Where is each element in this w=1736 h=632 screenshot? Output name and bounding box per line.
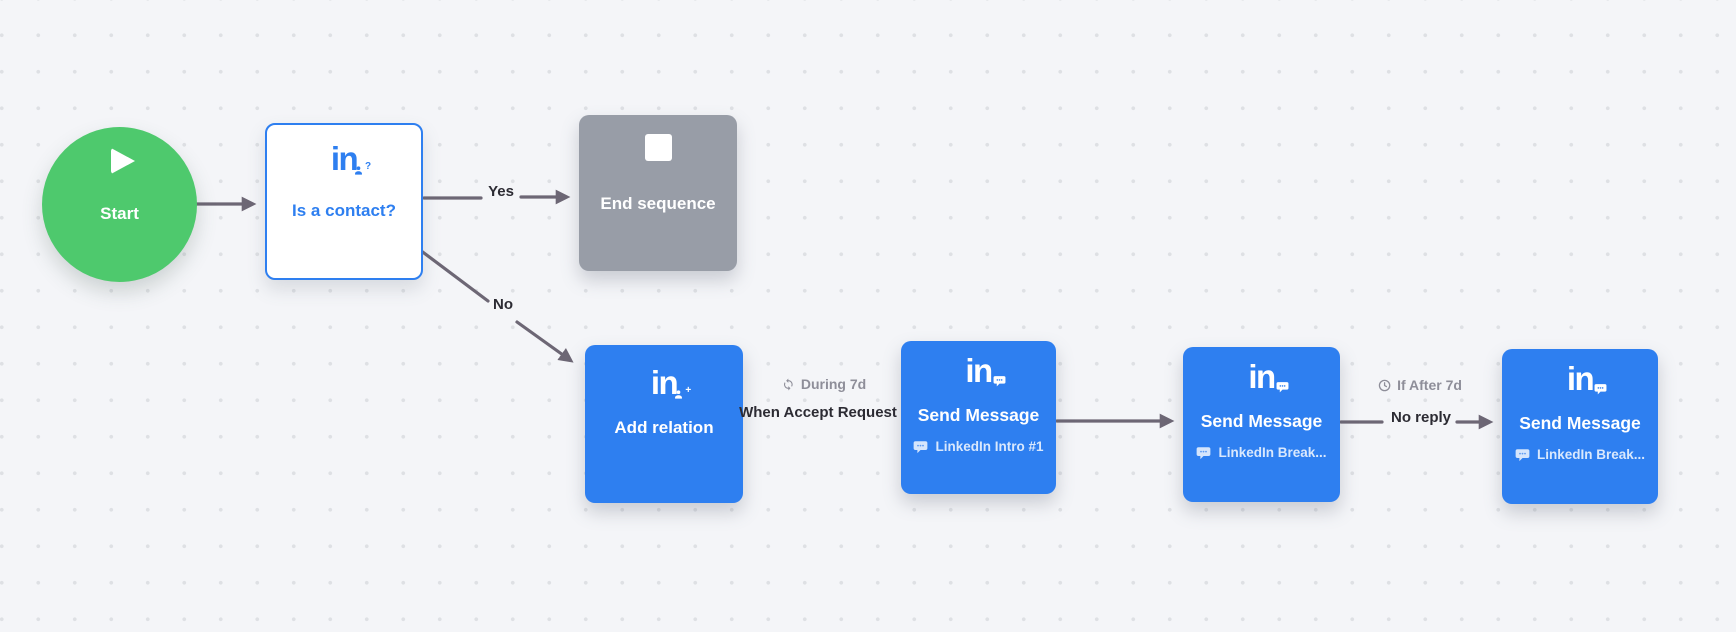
node-end-sequence[interactable]: End sequence (579, 115, 737, 271)
edge-label-when-accept: When Accept Request (739, 404, 897, 421)
node-add-relation[interactable]: in + Add relation (585, 345, 743, 503)
send-message-title: Send Message (917, 405, 1040, 425)
chat-bubble-icon (1594, 383, 1607, 396)
edge-no-seg1 (418, 248, 490, 303)
send-message-subtitle: LinkedIn Intro #1 (913, 439, 1044, 455)
person-question-icon: ? (353, 162, 371, 176)
is-contact-label: Is a contact? (292, 201, 396, 220)
linkedin-icon: in ? (330, 140, 372, 177)
start-label: Start (100, 204, 139, 223)
send-message-title: Send Message (1200, 411, 1323, 431)
send-message-subtitle: LinkedIn Break... (1515, 447, 1645, 463)
linkedin-icon: in (965, 353, 1006, 389)
message-icon (914, 440, 928, 453)
linkedin-icon: in + (650, 364, 692, 401)
node-send-message-2[interactable]: in Send Message LinkedIn Break... (1183, 347, 1340, 502)
message-icon (1197, 446, 1211, 459)
end-sequence-label: End sequence (600, 194, 716, 213)
edge-label-no-reply: No reply (1390, 409, 1452, 426)
repeat-icon (783, 378, 793, 390)
person-plus-icon: + (673, 386, 691, 400)
linkedin-icon: in (1248, 359, 1289, 395)
edge-no-seg2 (515, 320, 574, 363)
chat-bubble-icon (1276, 381, 1289, 394)
node-is-contact[interactable]: in ? Is a contact? (265, 123, 423, 280)
stop-icon (644, 134, 672, 161)
play-icon (110, 148, 135, 174)
node-send-message-3[interactable]: in Send Message LinkedIn Break... (1502, 349, 1658, 504)
edge-label-yes: Yes (488, 183, 514, 200)
linkedin-icon: in (1567, 361, 1607, 397)
add-relation-label: Add relation (614, 418, 714, 437)
clock-icon (1378, 379, 1391, 391)
edge-label-if-after: If After 7d (1378, 377, 1462, 393)
edge-label-during: During 7d (782, 376, 866, 392)
message-icon (1515, 448, 1530, 461)
node-send-message-1[interactable]: in Send Message LinkedIn Intro #1 (901, 341, 1056, 494)
chat-bubble-icon (993, 375, 1006, 388)
send-message-subtitle: LinkedIn Break... (1196, 445, 1327, 461)
send-message-title: Send Message (1519, 413, 1641, 433)
edge-label-no: No (493, 296, 513, 313)
node-start[interactable]: Start (42, 127, 197, 282)
